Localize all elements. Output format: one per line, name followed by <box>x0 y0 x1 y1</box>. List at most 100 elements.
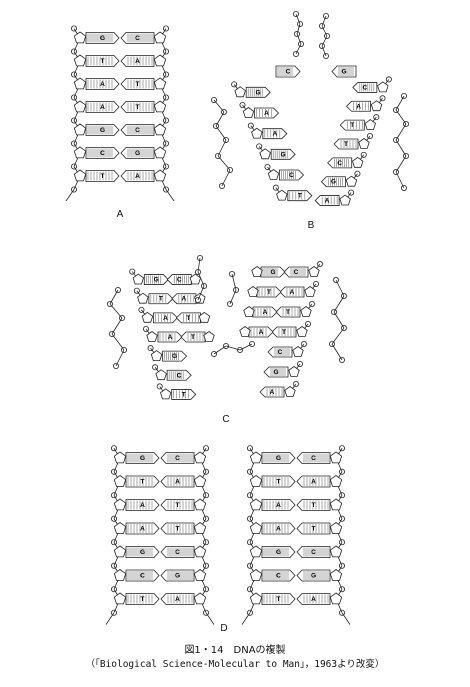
sugar-pentagon <box>193 475 207 487</box>
base-letter-c: C <box>135 127 140 134</box>
base-block <box>171 293 197 305</box>
base-letter-a: A <box>356 103 361 110</box>
loose-strand-link <box>229 289 237 305</box>
sugar-pentagon <box>243 306 255 317</box>
base-letter-a: A <box>135 173 140 180</box>
loose-strand-link <box>395 109 407 125</box>
base-block <box>346 100 371 112</box>
base-letter-a: A <box>270 389 275 396</box>
base-letter-t: T <box>277 596 281 603</box>
base-letter-t: T <box>186 315 190 322</box>
base-letter-t: T <box>182 391 186 398</box>
base-letter-t: T <box>101 173 105 180</box>
loose-strand-link <box>331 327 345 345</box>
base-letter-c: C <box>175 455 180 462</box>
sugar-pentagon <box>345 175 358 187</box>
sugar-pentagon <box>113 498 127 511</box>
loose-strand-link <box>239 343 253 351</box>
panel-label-a: A <box>117 209 124 220</box>
sugar-pentagon <box>339 194 351 206</box>
base-letter-a: A <box>163 315 168 322</box>
base-block <box>153 312 178 324</box>
base-letter-t: T <box>286 309 290 316</box>
base-letter-a: A <box>272 131 277 138</box>
base-letter-a: A <box>311 596 316 603</box>
base-letter-t: T <box>176 502 180 509</box>
base-letter-g: G <box>172 353 177 360</box>
base-block <box>171 389 197 400</box>
base-letter-a: A <box>140 502 145 509</box>
base-letter-t: T <box>267 289 271 296</box>
panel-label-d: D <box>220 623 227 634</box>
base-letter-g: G <box>311 573 316 580</box>
base-letter-g: G <box>256 89 261 96</box>
base-block <box>254 107 280 119</box>
base-block <box>267 346 293 358</box>
sugar-pentagon <box>153 54 167 67</box>
base-letter-c: C <box>175 549 180 556</box>
sugar-pentagon <box>203 331 215 342</box>
base-letter-t: T <box>282 329 286 336</box>
sugar-pentagon <box>267 169 280 180</box>
sugar-pentagon <box>249 569 263 581</box>
sugar-pentagon <box>329 451 343 464</box>
sugar-pentagon <box>113 569 127 581</box>
base-block <box>320 176 346 188</box>
sugar-pentagon <box>249 522 263 534</box>
base-letter-t: T <box>350 122 354 129</box>
base-block <box>256 286 282 298</box>
base-letter-a: A <box>100 81 105 88</box>
base-letter-g: G <box>140 549 145 556</box>
sugar-pentagon <box>377 81 389 93</box>
loose-strand-link <box>296 23 301 35</box>
loose-strand-link <box>321 25 328 37</box>
loose-strand-link <box>221 169 231 187</box>
sugar-pentagon <box>249 545 263 558</box>
loose-strand-link <box>213 99 225 113</box>
loose-strand-link <box>335 279 345 297</box>
loose-strand-link <box>197 257 201 273</box>
sugar-pentagon <box>259 148 271 160</box>
base-letter-c: C <box>294 269 299 276</box>
base-letter-c: C <box>177 277 182 284</box>
base-block <box>339 119 365 131</box>
base-letter-t: T <box>141 479 145 486</box>
base-letter-t: T <box>191 334 195 341</box>
base-letter-a: A <box>259 329 264 336</box>
base-letter-a: A <box>325 198 330 205</box>
phosphate-circle <box>292 10 299 17</box>
base-letter-t: T <box>176 526 180 533</box>
loose-strand-link <box>395 155 407 173</box>
base-letter-t: T <box>298 193 302 200</box>
sugar-pentagon <box>249 451 263 464</box>
base-block <box>271 326 297 338</box>
sugar-pentagon <box>73 146 87 159</box>
sugar-pentagon <box>249 475 263 487</box>
sugar-pentagon <box>146 331 158 342</box>
loose-strand-link <box>296 33 302 45</box>
base-letter-c: C <box>289 172 294 179</box>
base-letter-a: A <box>263 309 268 316</box>
base-letter-c: C <box>311 549 316 556</box>
base-letter-c: C <box>286 69 291 76</box>
sugar-pentagon <box>370 100 383 112</box>
sugar-pentagon <box>153 123 167 136</box>
base-letter-t: T <box>136 81 140 88</box>
sugar-pentagon <box>153 77 167 90</box>
figure-caption-source: （「Biological Science-Molecular to Man」，1… <box>85 659 385 670</box>
base-letter-g: G <box>154 277 159 284</box>
base-letter-g: G <box>100 35 105 42</box>
sugar-pentagon <box>141 311 154 323</box>
sugar-pentagon <box>329 522 343 534</box>
sugar-pentagon <box>193 498 207 511</box>
base-letter-c: C <box>177 372 182 379</box>
base-block <box>148 293 174 305</box>
panel-label-b: B <box>308 220 315 231</box>
base-block <box>262 128 288 140</box>
sugar-pentagon <box>239 326 251 337</box>
base-letter-c: C <box>311 455 316 462</box>
base-block <box>352 82 378 93</box>
